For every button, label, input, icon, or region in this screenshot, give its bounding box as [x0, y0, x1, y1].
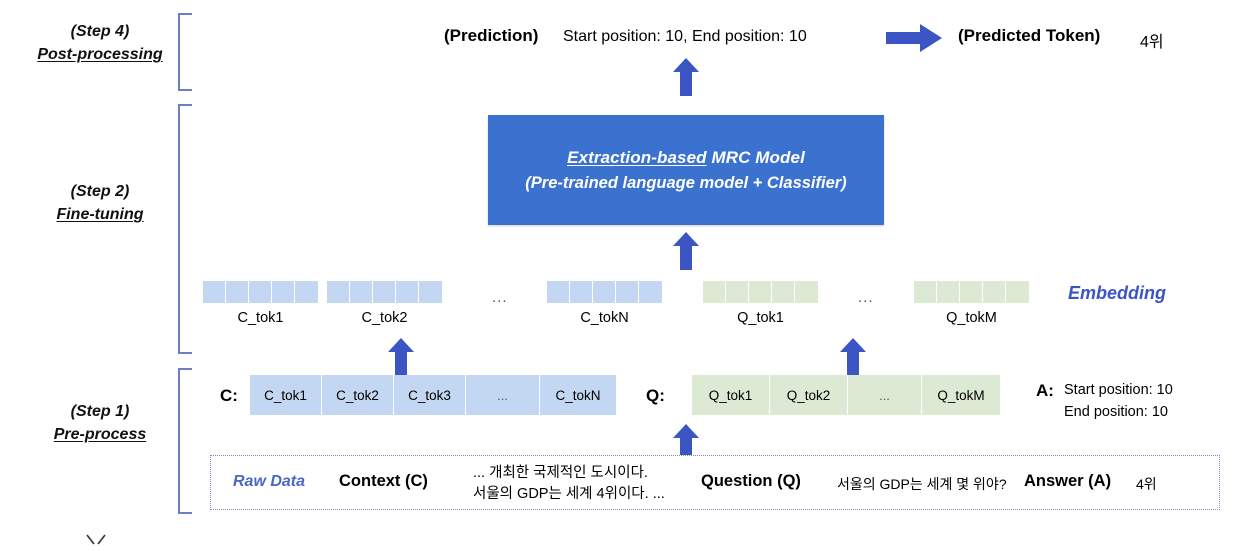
- token-cell: C_tok3: [394, 375, 466, 415]
- bottom-stray-mark: [85, 533, 107, 545]
- embedding-ellipsis-context: ...: [492, 289, 508, 306]
- raw-question-value: 서울의 GDP는 세계 몇 위야?: [837, 476, 1007, 492]
- token-cell: Q_tok1: [692, 375, 770, 415]
- embedding-cell: [795, 281, 818, 303]
- embedding-cell: [203, 281, 226, 303]
- step-label-pre-process: (Step 1) Pre-process: [0, 400, 200, 446]
- embedding-cells: [914, 281, 1029, 303]
- model-box-subtitle: (Pre-trained language model + Classifier…: [525, 173, 847, 192]
- answer-end-position: End position: 10: [1064, 404, 1168, 420]
- bracket-step2: [178, 104, 192, 354]
- step1-line1: (Step 1): [70, 403, 130, 420]
- token-cell-ellipsis: ...: [848, 375, 922, 415]
- raw-context-key: Context (C): [339, 472, 428, 490]
- embedding-cell: [350, 281, 373, 303]
- bracket-step4: [178, 13, 192, 91]
- step-label-fine-tuning: (Step 2) Fine-tuning: [0, 180, 200, 226]
- embedding-cell: [419, 281, 442, 303]
- embedding-cell: [396, 281, 419, 303]
- predicted-token-value: 4위: [1140, 34, 1164, 51]
- embedding-label: Q_tok1: [737, 310, 784, 326]
- model-box-title: Extraction-based MRC Model: [567, 148, 805, 168]
- embedding-cell: [570, 281, 593, 303]
- embedding-cells: [547, 281, 662, 303]
- raw-answer-key: Answer (A): [1024, 472, 1112, 490]
- embedding-label: Q_tokM: [946, 310, 997, 326]
- embedding-cells: [203, 281, 318, 303]
- embedding-block-c-tok1: C_tok1: [203, 281, 318, 326]
- embedding-cell: [726, 281, 749, 303]
- embedding-block-q-tokm: Q_tokM: [914, 281, 1029, 326]
- raw-data-box: Raw Data Context (C) ... 개최한 국제적인 도시이다. …: [210, 455, 1220, 510]
- question-token-prefix: Q:: [646, 386, 665, 405]
- embedding-cell: [616, 281, 639, 303]
- predicted-token-arrow-icon: [886, 24, 942, 57]
- question-token-row: Q_tok1 Q_tok2 ... Q_tokM: [692, 375, 1000, 415]
- arrow-model-to-prediction-icon: [673, 58, 699, 101]
- arrow-rawdata-to-tokens-icon: [673, 424, 699, 467]
- answer-positions: Start position: 10 End position: 10: [1064, 379, 1173, 423]
- raw-answer-value: 4위: [1136, 476, 1157, 492]
- arrow-question-tokens-to-embedding-icon: [840, 338, 866, 381]
- step-label-post-processing: (Step 4) Post-processing: [0, 20, 200, 66]
- step2-line2: Fine-tuning: [56, 206, 144, 223]
- model-box-title-rest: MRC Model: [706, 147, 805, 167]
- embedding-cell: [639, 281, 662, 303]
- embedding-cell: [914, 281, 937, 303]
- prediction-label: (Prediction): [444, 26, 539, 45]
- token-cell: C_tok1: [250, 375, 322, 415]
- raw-context-line1: ... 개최한 국제적인 도시이다.: [473, 465, 648, 481]
- arrow-context-tokens-to-embedding-icon: [388, 338, 414, 381]
- answer-start-position: Start position: 10: [1064, 382, 1173, 398]
- embedding-cell: [272, 281, 295, 303]
- context-token-prefix: C:: [220, 386, 238, 405]
- step1-line2: Pre-process: [53, 426, 147, 443]
- embedding-cell: [772, 281, 795, 303]
- context-token-row: C_tok1 C_tok2 C_tok3 ... C_tokN: [250, 375, 616, 415]
- embedding-cell: [960, 281, 983, 303]
- embedding-cell: [295, 281, 318, 303]
- embedding-cell: [937, 281, 960, 303]
- prediction-value: Start position: 10, End position: 10: [563, 28, 807, 45]
- predicted-token-label: (Predicted Token): [958, 26, 1101, 45]
- embedding-label: C_tokN: [580, 310, 629, 326]
- embedding-cell: [327, 281, 350, 303]
- embedding-cell: [373, 281, 396, 303]
- step2-line1: (Step 2): [70, 183, 130, 200]
- embedding-label: C_tok2: [361, 310, 408, 326]
- embedding-cell: [1006, 281, 1029, 303]
- raw-data-title: Raw Data: [233, 473, 306, 490]
- arrow-embedding-to-model-icon: [673, 232, 699, 275]
- embedding-cell: [226, 281, 249, 303]
- step4-line1: (Step 4): [70, 23, 130, 40]
- step4-line2: Post-processing: [37, 46, 163, 63]
- token-cell: Q_tok2: [770, 375, 848, 415]
- raw-context-line2: 서울의 GDP는 세계 4위이다. ...: [473, 486, 665, 502]
- embedding-block-c-tokn: C_tokN: [547, 281, 662, 326]
- embedding-cells: [703, 281, 818, 303]
- embedding-block-q-tok1: Q_tok1: [703, 281, 818, 326]
- embedding-ellipsis-question: ...: [858, 289, 874, 306]
- embedding-cell: [703, 281, 726, 303]
- token-cell-ellipsis: ...: [466, 375, 540, 415]
- raw-question-key: Question (Q): [701, 472, 801, 490]
- token-cell: C_tokN: [540, 375, 616, 415]
- mrc-model-box: Extraction-based MRC Model (Pre-trained …: [488, 115, 884, 225]
- embedding-cell: [593, 281, 616, 303]
- token-cell: Q_tokM: [922, 375, 1000, 415]
- embedding-cells: [327, 281, 442, 303]
- raw-context-value: ... 개최한 국제적인 도시이다. 서울의 GDP는 세계 4위이다. ...: [473, 463, 665, 505]
- embedding-cell: [749, 281, 772, 303]
- embedding-label: C_tok1: [237, 310, 284, 326]
- embedding-title: Embedding: [1068, 283, 1166, 303]
- model-box-title-underlined: Extraction-based: [567, 147, 707, 167]
- answer-prefix: A:: [1036, 381, 1054, 400]
- bracket-step1: [178, 368, 192, 514]
- embedding-block-c-tok2: C_tok2: [327, 281, 442, 326]
- embedding-cell: [547, 281, 570, 303]
- token-cell: C_tok2: [322, 375, 394, 415]
- embedding-cell: [249, 281, 272, 303]
- embedding-cell: [983, 281, 1006, 303]
